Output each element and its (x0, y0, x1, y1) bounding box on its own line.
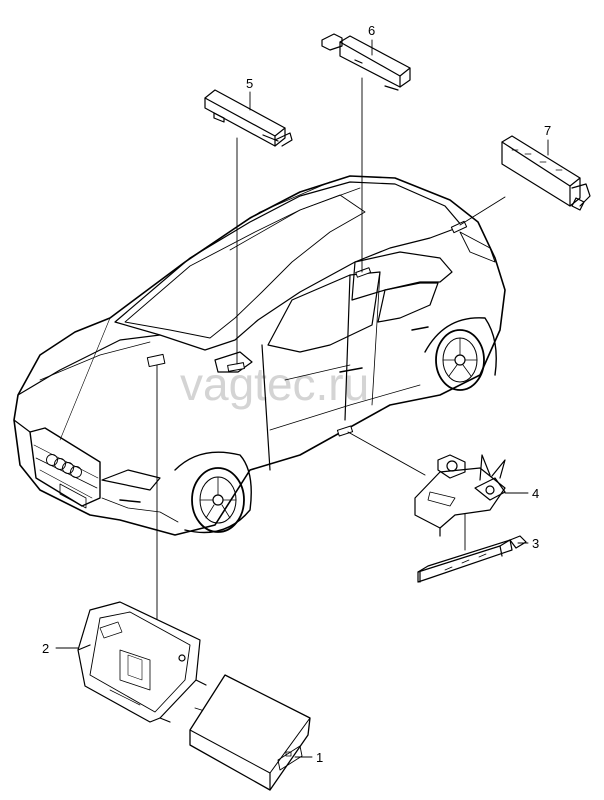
part-5-antenna (204, 89, 293, 147)
callout-2: 2 (42, 641, 49, 656)
callout-7: 7 (544, 123, 551, 138)
callout-3: 3 (532, 536, 539, 551)
part-2-bracket (77, 601, 207, 723)
callout-4: 4 (532, 486, 539, 501)
leader-lines (156, 77, 506, 723)
callout-6: 6 (368, 23, 375, 38)
part-1-control-unit (189, 674, 311, 791)
part-6-antenna (321, 33, 411, 91)
car-illustration (13, 175, 506, 536)
part-3-antenna (417, 535, 527, 583)
callout-labels: 5 6 7 4 3 2 1 (42, 23, 551, 765)
part-4-holder (414, 454, 506, 537)
part-7-antenna (501, 135, 591, 211)
callout-1: 1 (316, 750, 323, 765)
watermark-text: vagtec.ru (180, 358, 369, 410)
callout-5: 5 (246, 76, 253, 91)
